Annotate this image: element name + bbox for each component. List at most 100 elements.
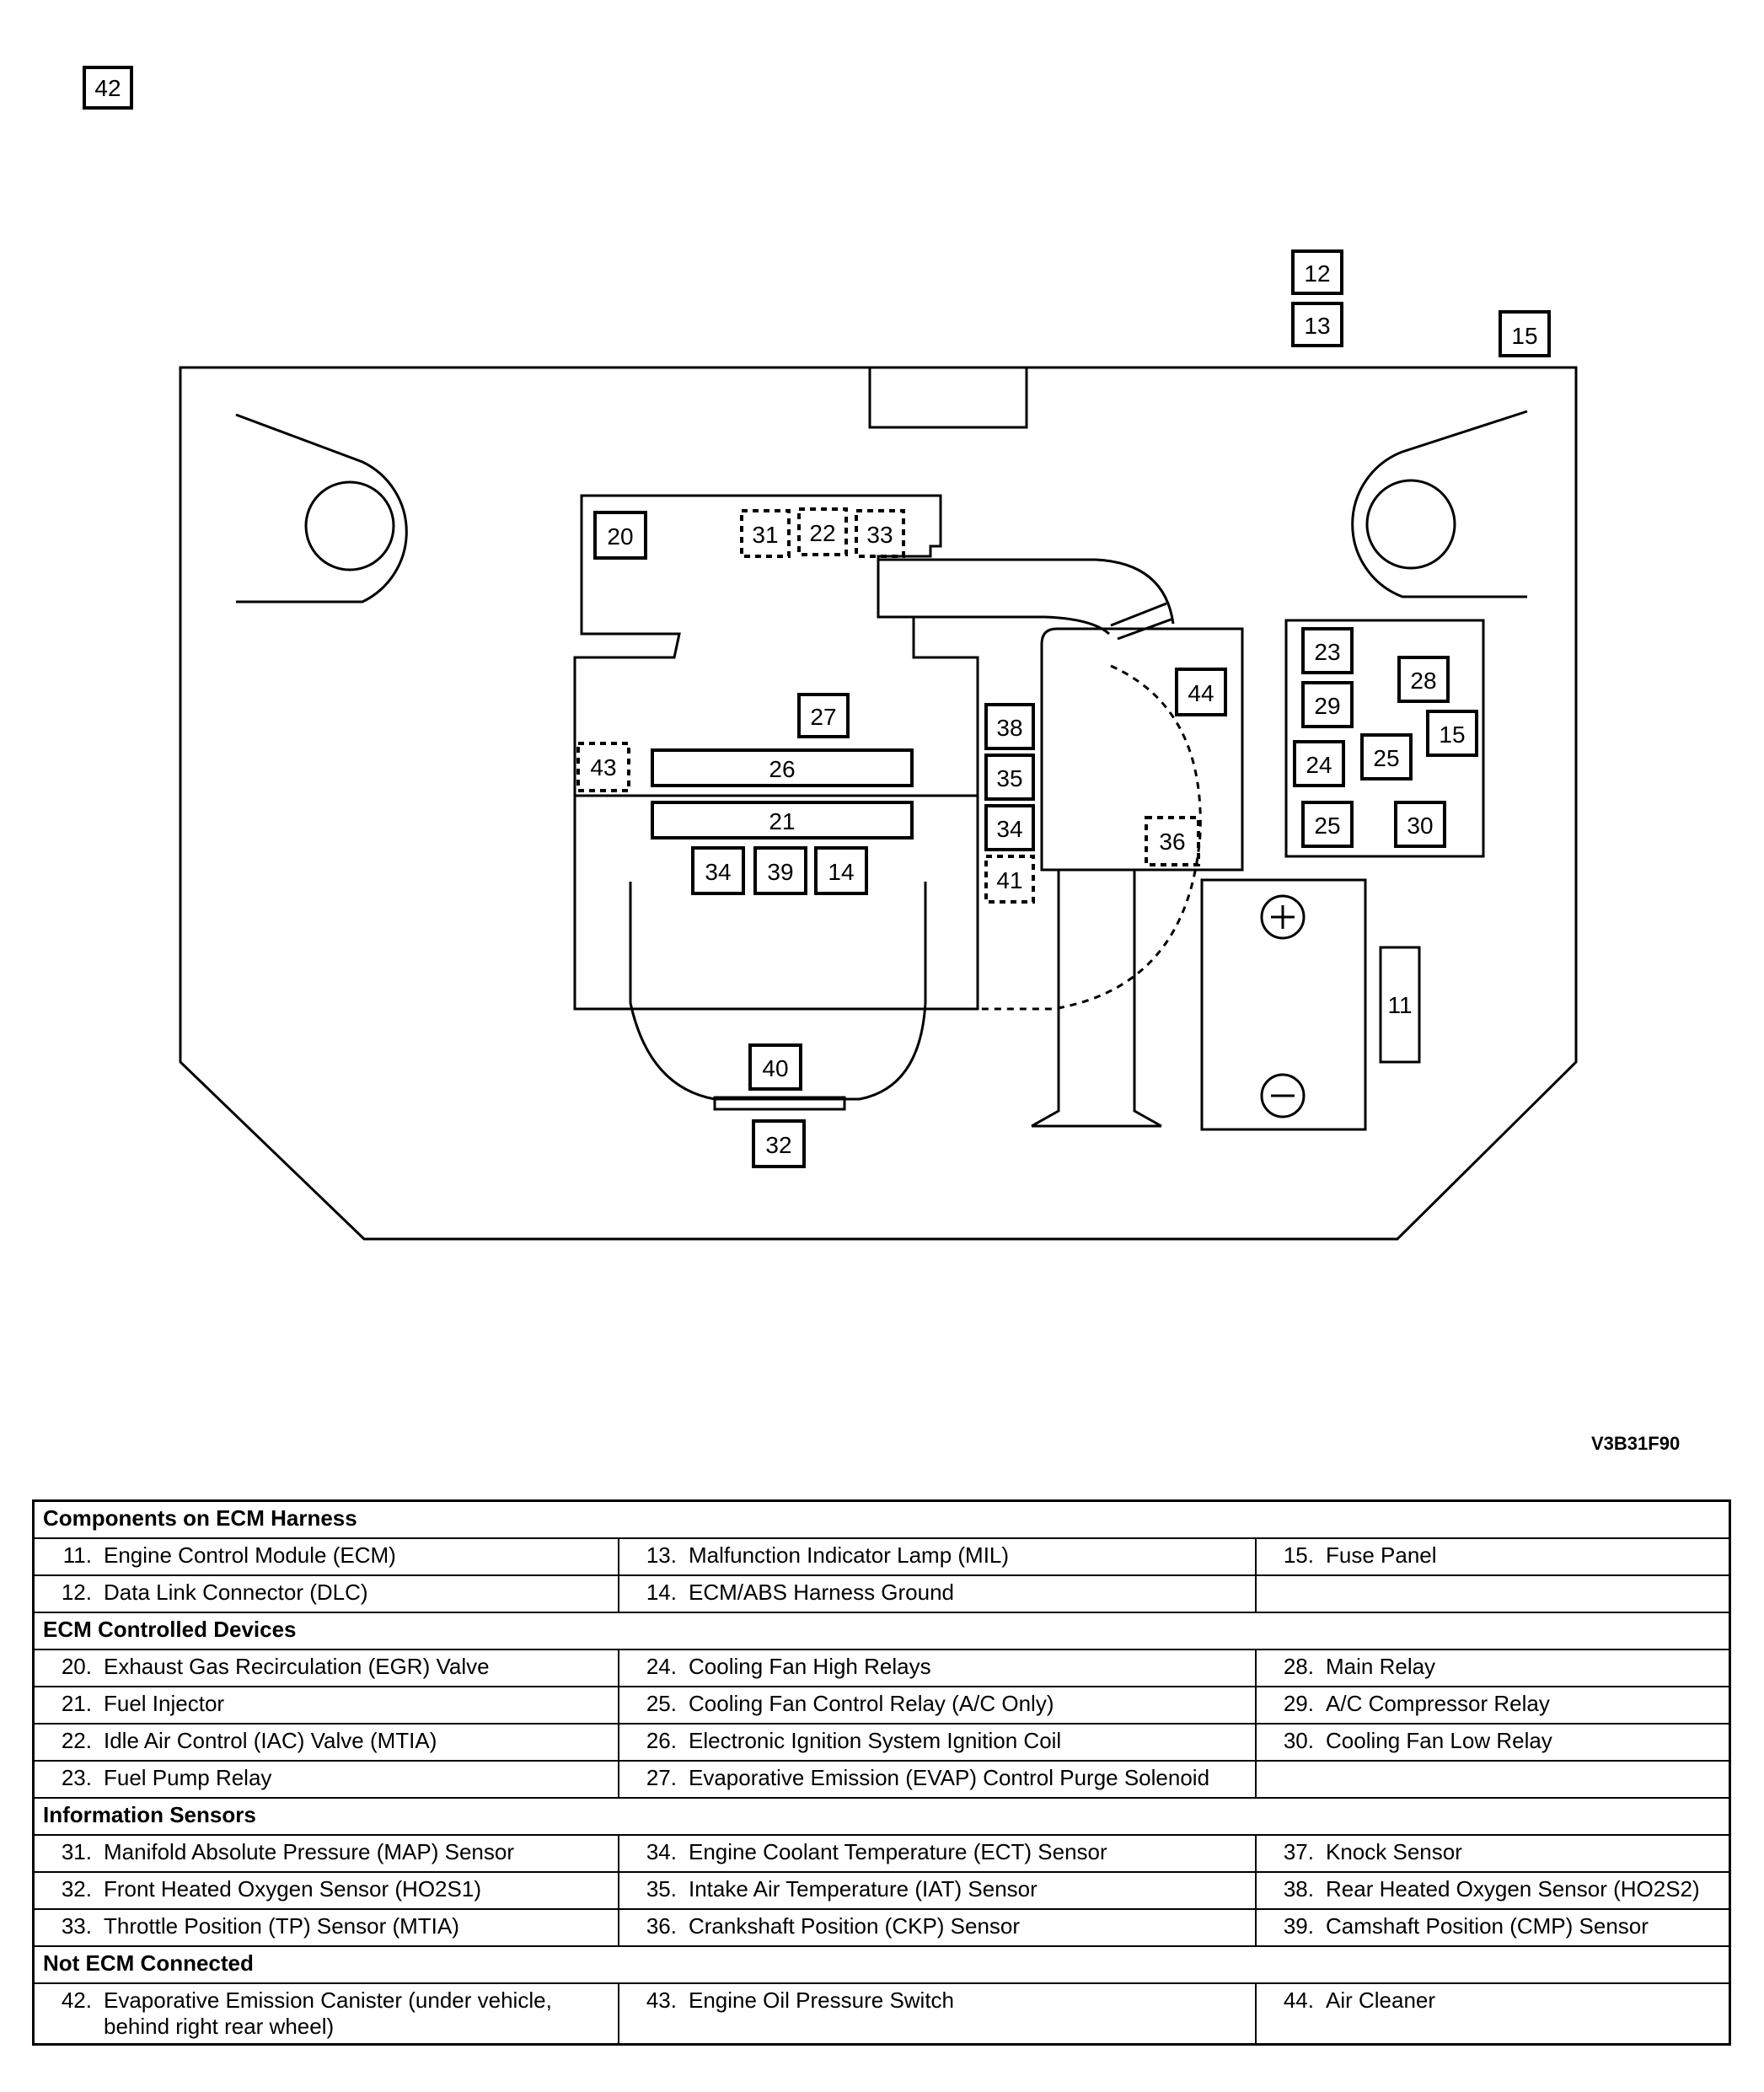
svg-text:39: 39 bbox=[767, 859, 793, 885]
legend-item-number: 27. bbox=[646, 1765, 677, 1790]
legend-cell: 35.Intake Air Temperature (IAT) Sensor bbox=[618, 1871, 1257, 1910]
legend-cell: 25. Cooling Fan Control Relay (A/C Only) bbox=[618, 1686, 1257, 1725]
svg-text:14: 14 bbox=[828, 859, 854, 885]
legend-item-number: 25. bbox=[646, 1691, 677, 1716]
legend-item-number: 34. bbox=[646, 1839, 677, 1864]
legend-item-number: 23. bbox=[61, 1765, 92, 1790]
legend-item-number: 15. bbox=[1283, 1542, 1314, 1568]
callout-31: 31 bbox=[740, 509, 791, 558]
svg-text:12: 12 bbox=[1304, 260, 1330, 287]
legend-section-title: ECM Controlled Devices bbox=[32, 1612, 1731, 1650]
legend-cell: 14.ECM/ABS Harness Ground bbox=[618, 1574, 1257, 1613]
legend-cell: 26.Electronic Ignition System Ignition C… bbox=[618, 1723, 1257, 1762]
legend-item-name: Fuel Pump Relay bbox=[104, 1765, 272, 1790]
legend-item-number: 38. bbox=[1283, 1876, 1314, 1902]
svg-text:34: 34 bbox=[996, 816, 1022, 842]
callout-40: 40 bbox=[748, 1043, 802, 1091]
callout-13: 13 bbox=[1291, 302, 1343, 347]
callout-15: 15 bbox=[1499, 310, 1551, 357]
legend-cell: 11.Engine Control Module (ECM) bbox=[32, 1537, 619, 1576]
callout-15-b: 15 bbox=[1426, 710, 1478, 757]
legend-row: 32.Front Heated Oxygen Sensor (HO2S1)35.… bbox=[32, 1871, 1731, 1910]
legend-item-number: 13. bbox=[646, 1542, 677, 1568]
compartment-outline bbox=[179, 366, 1578, 1241]
legend-cell: 23. Fuel Pump Relay bbox=[32, 1760, 619, 1799]
legend-item-number: 24. bbox=[646, 1654, 677, 1679]
svg-text:25: 25 bbox=[1373, 745, 1399, 771]
svg-text:42: 42 bbox=[94, 75, 121, 101]
callout-38: 38 bbox=[984, 703, 1035, 750]
legend-item-name: Camshaft Position (CMP) Sensor bbox=[1326, 1913, 1649, 1939]
legend-section-title: Components on ECM Harness bbox=[32, 1499, 1731, 1539]
legend-section-title: Information Sensors bbox=[32, 1797, 1731, 1836]
legend-cell: 39. Camshaft Position (CMP) Sensor bbox=[1255, 1908, 1731, 1947]
legend-cell: 36.Crankshaft Position (CKP) Sensor bbox=[618, 1908, 1257, 1947]
legend-cell: 42. Evaporative Emission Canister (under … bbox=[32, 1982, 619, 2046]
legend-item-number: 42. bbox=[61, 1987, 92, 2013]
callout-28: 28 bbox=[1397, 656, 1450, 703]
legend-cell: 30.Cooling Fan Low Relay bbox=[1255, 1723, 1731, 1762]
svg-text:23: 23 bbox=[1314, 639, 1340, 665]
legend-item-name: Intake Air Temperature (IAT) Sensor bbox=[689, 1876, 1037, 1902]
svg-text:13: 13 bbox=[1304, 313, 1330, 339]
callout-23: 23 bbox=[1301, 627, 1354, 674]
legend-cell: 33.Throttle Position (TP) Sensor (MTIA) bbox=[32, 1908, 619, 1947]
legend-item-name: Knock Sensor bbox=[1326, 1839, 1462, 1864]
legend-item-name: Air Cleaner bbox=[1326, 1987, 1436, 2013]
callout-27: 27 bbox=[797, 693, 850, 738]
svg-text:24: 24 bbox=[1306, 752, 1332, 778]
legend-item-name: Cooling Fan High Relays bbox=[689, 1654, 931, 1679]
svg-text:29: 29 bbox=[1314, 693, 1340, 719]
legend-item-number: 11. bbox=[62, 1542, 92, 1568]
legend-item-name: Malfunction Indicator Lamp (MIL) bbox=[689, 1542, 1010, 1568]
svg-text:34: 34 bbox=[705, 859, 731, 885]
legend-item-number: 28. bbox=[1283, 1654, 1314, 1679]
callout-11: 11 bbox=[1387, 992, 1412, 1018]
callout-34-b: 34 bbox=[984, 804, 1035, 851]
legend-row: 23. Fuel Pump Relay 27.Evaporative Emissio… bbox=[32, 1760, 1731, 1799]
callout-36: 36 bbox=[1145, 816, 1200, 866]
legend-item-name: Front Heated Oxygen Sensor (HO2S1) bbox=[104, 1876, 481, 1902]
svg-text:44: 44 bbox=[1188, 680, 1214, 706]
callout-34: 34 bbox=[691, 846, 745, 895]
legend-item-number: 30. bbox=[1283, 1728, 1314, 1753]
legend-item-number: 21. bbox=[61, 1691, 92, 1716]
legend-item-number: 33. bbox=[61, 1913, 92, 1939]
legend-item-name: Idle Air Control (IAC) Valve (MTIA) bbox=[104, 1728, 437, 1753]
legend-cell: 13. Malfunction Indicator Lamp (MIL) bbox=[618, 1537, 1257, 1576]
battery-positive-terminal bbox=[1260, 894, 1306, 940]
callout-33: 33 bbox=[855, 509, 905, 558]
legend-row: 11.Engine Control Module (ECM) 13. Malfunc… bbox=[32, 1537, 1731, 1576]
battery bbox=[1200, 878, 1367, 1131]
legend-cell: 20.Exhaust Gas Recirculation (EGR) Valve bbox=[32, 1649, 619, 1687]
duct-clamp bbox=[1110, 602, 1174, 641]
legend-item-name: Cooling Fan Control Relay (A/C Only) bbox=[689, 1691, 1054, 1716]
legend-item-number: 29. bbox=[1283, 1691, 1314, 1716]
legend-item-name: Fuse Panel bbox=[1326, 1542, 1437, 1568]
svg-text:25: 25 bbox=[1314, 813, 1340, 839]
callout-24: 24 bbox=[1293, 740, 1345, 787]
legend-item-number: 39. bbox=[1283, 1913, 1314, 1939]
callout-21-injector: 21 bbox=[651, 801, 914, 839]
svg-text:27: 27 bbox=[810, 704, 836, 730]
legend-item-name: Manifold Absolute Pressure (MAP) Sensor bbox=[104, 1839, 514, 1864]
legend-cell: 24. Cooling Fan High Relays bbox=[618, 1649, 1257, 1687]
legend-item-number: 31. bbox=[61, 1839, 92, 1864]
legend-item-name: Evaporative Emission Canister (under veh… bbox=[104, 1987, 552, 2039]
engine-compartment-diagram: 42 12 13 15 20 31 22 33 27 43 26 21 34 3… bbox=[83, 66, 1578, 1241]
callout-25-b: 25 bbox=[1301, 801, 1354, 848]
legend-item-name: Engine Oil Pressure Switch bbox=[689, 1987, 955, 2013]
legend-row: 21.Fuel Injector 25. Cooling Fan Control R… bbox=[32, 1686, 1731, 1725]
legend-cell: 21.Fuel Injector bbox=[32, 1686, 619, 1725]
callout-32: 32 bbox=[752, 1119, 806, 1168]
callout-boxes: 42 12 13 15 20 31 22 33 27 43 26 21 34 3… bbox=[83, 66, 1551, 1168]
legend-cell: 27.Evaporative Emission (EVAP) Control P… bbox=[618, 1760, 1257, 1799]
svg-text:43: 43 bbox=[590, 754, 616, 780]
air-inlet-tube bbox=[1031, 870, 1162, 1128]
svg-text:30: 30 bbox=[1407, 813, 1433, 839]
legend-item-number: 43. bbox=[646, 1987, 677, 2013]
legend-cell: 15. Fuse Panel bbox=[1255, 1537, 1731, 1576]
legend-item-name: Data Link Connector (DLC) bbox=[104, 1580, 368, 1605]
legend-cell: 43. Engine Oil Pressure Switch bbox=[618, 1982, 1257, 2046]
